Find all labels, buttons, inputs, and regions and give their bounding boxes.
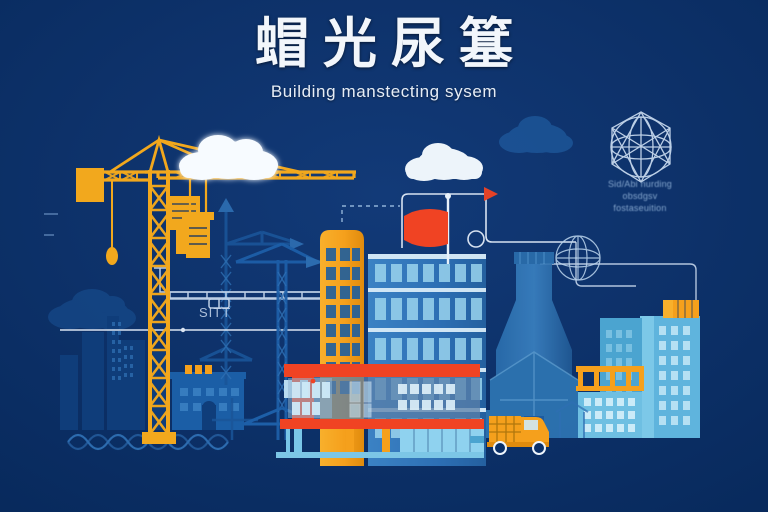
blueprint-dotted-connector	[341, 205, 400, 222]
ground-bar	[276, 452, 484, 458]
red-podium-roof	[284, 364, 480, 377]
crane-hoist-block	[182, 212, 214, 258]
wireframe-globe-icon	[610, 111, 672, 183]
title-block: 蝐光尿簊 Building manstecting sysem	[0, 14, 768, 102]
left-skyline-windows	[112, 322, 133, 380]
podium-storefront-left	[288, 378, 332, 418]
crane-trolley	[188, 178, 208, 214]
crane-mast-lattice	[148, 184, 170, 435]
podium-storefront-right	[349, 381, 455, 418]
page-subtitle-en: Building manstecting sysem	[270, 82, 498, 101]
crane-counterweight	[76, 168, 104, 202]
crane-base	[142, 432, 176, 444]
pergola	[576, 366, 644, 391]
low-block-windows	[584, 398, 635, 432]
blueprint-main-connector	[401, 187, 576, 248]
red-podium-base	[280, 419, 484, 429]
sitt-label: SITT	[199, 305, 232, 320]
podium-marker	[310, 378, 316, 384]
crane-hook-weight	[106, 247, 118, 265]
page-title-cjk: 蝐光尿簊	[255, 12, 527, 75]
small-globe-icon	[555, 235, 601, 281]
info-line-3: fostaseuition	[613, 203, 667, 213]
info-line-2: obsdgsv	[622, 191, 658, 201]
background-crane	[199, 198, 304, 385]
podium-columns	[286, 429, 390, 453]
info-panel-text: Sid/Abi nurding obsdgsv fostaseuition	[575, 178, 705, 214]
back-cloud-right	[499, 116, 573, 153]
blueprint-left-ticks	[44, 213, 58, 236]
highrise-windows	[659, 326, 690, 425]
crane-counter-lattice	[104, 171, 138, 181]
small-shelter	[555, 400, 589, 438]
info-line-1: Sid/Abi nurding	[607, 179, 673, 189]
